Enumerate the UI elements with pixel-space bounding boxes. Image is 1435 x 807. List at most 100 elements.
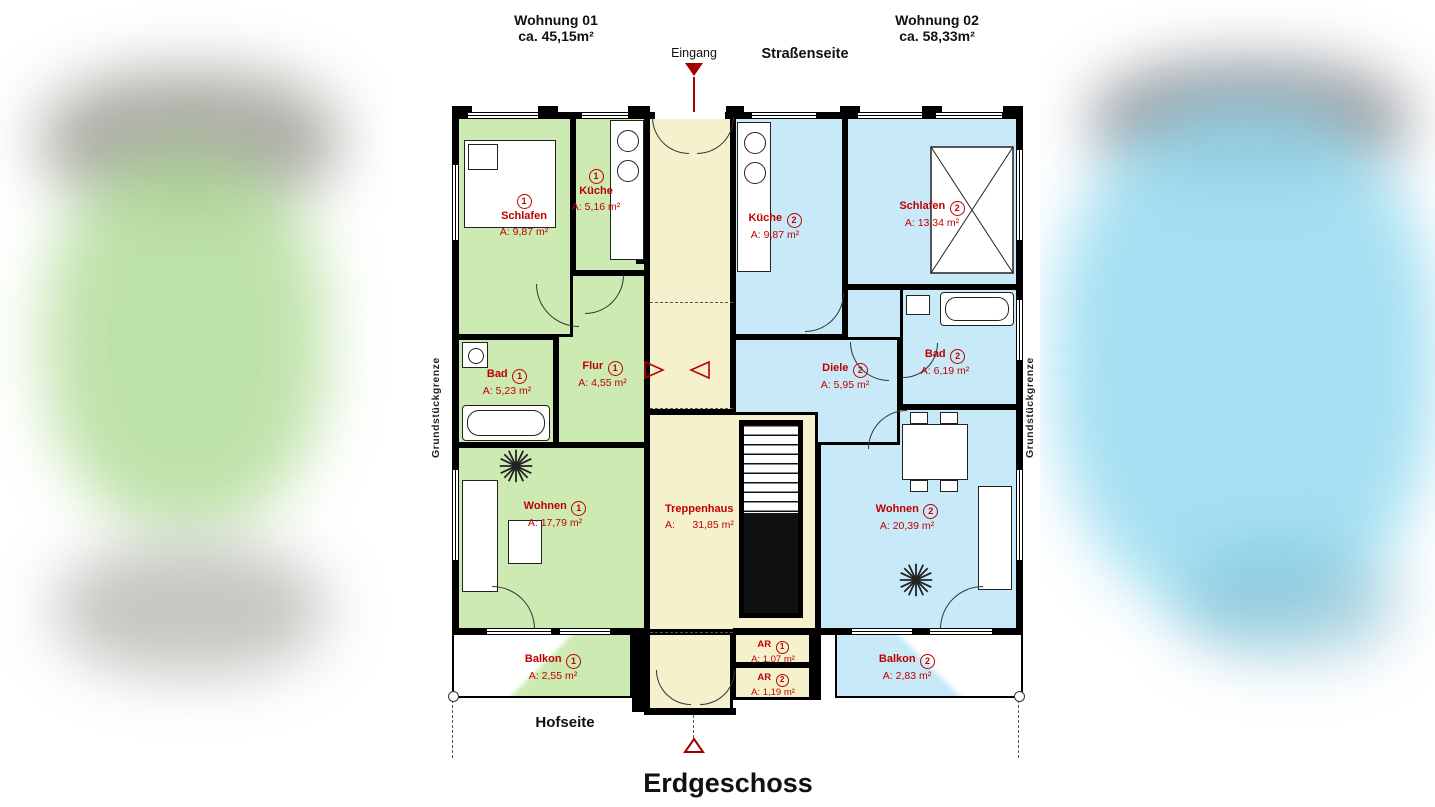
room-name: Diele (822, 362, 849, 374)
blur-blob (45, 150, 325, 530)
room-area: A: 13,34 m² (904, 217, 960, 230)
sink-icon (906, 295, 930, 315)
stove-icon (617, 160, 639, 182)
room-label-kueche-2: Küche 2 A: 9,87 m² (715, 205, 835, 243)
apartment2-total-area: ca. 58,33m² (899, 28, 975, 44)
entrance-arrow-icon (684, 62, 704, 77)
window (582, 112, 628, 119)
room-name: Wohnen (875, 503, 919, 515)
room-label-schlafen-1: 1 Schlafen A: 9,87 m² (464, 186, 584, 240)
dashed-line (650, 408, 733, 409)
room-label-ar-2: AR 2 A: 1,19 m² (737, 666, 809, 698)
room-area: A: 2,55 m² (528, 670, 578, 683)
chair-icon (940, 480, 958, 492)
room-name: Flur (582, 360, 604, 372)
room-name: Bad (486, 368, 508, 380)
pillow-icon (468, 144, 498, 170)
facade-pier (1003, 106, 1023, 112)
room-name: Küche (579, 185, 613, 198)
room-label-bad-2: Bad 2 A: 6,19 m² (885, 341, 1005, 379)
room-number-badge: 1 (588, 169, 604, 184)
room-vestibule-2 (845, 287, 903, 340)
room-area: A: 5,16 m² (571, 201, 621, 214)
window (1016, 300, 1023, 360)
window (752, 112, 816, 119)
room-number-badge: 2 (949, 201, 965, 216)
staircase (739, 420, 803, 618)
room-area: A: 2,83 m² (882, 670, 932, 683)
boundary-dash-right (1018, 700, 1019, 758)
facade-pier (452, 106, 472, 112)
street-side-label: Straßenseite (761, 46, 849, 62)
courtyard-side-label: Hofseite (535, 714, 595, 731)
room-number-badge: 2 (920, 654, 936, 669)
window (452, 165, 459, 240)
room-name: Wohnen (523, 500, 567, 512)
stair-core (744, 513, 798, 613)
room-name: Bad (924, 348, 946, 360)
dashed-line (650, 632, 733, 633)
room-label-flur-1: Flur 1 A: 4,55 m² (545, 353, 660, 391)
entrance-door-opening (655, 112, 725, 119)
room-name: AR (757, 672, 772, 683)
room-name: Küche (748, 212, 783, 224)
chair-icon (910, 412, 928, 424)
room-number-badge: 1 (607, 361, 623, 376)
room-name: Schlafen (899, 200, 946, 212)
wall-pier-corridor-left (632, 632, 648, 712)
room-area: A: 31,85 m² (665, 518, 734, 531)
blur-blob (1180, 550, 1400, 660)
room-number-badge: 1 (775, 640, 789, 654)
room-number-badge: 2 (923, 504, 939, 519)
window (468, 112, 538, 119)
room-label-balkon-2: Balkon 2 A: 2,83 m² (847, 646, 967, 684)
bathtub-inner-icon (945, 297, 1009, 321)
room-name: Balkon (524, 653, 562, 665)
page-title: Erdgeschoss (643, 768, 813, 798)
room-label-diele-2: Diele 2 A: 5,95 m² (785, 355, 905, 393)
facade-pier (538, 106, 558, 112)
door-direction-marker-icon (643, 360, 665, 380)
wall-corridor-bottom (644, 708, 736, 715)
room-label-balkon-1: Balkon 1 A: 2,55 m² (493, 646, 613, 684)
wall-right (1016, 112, 1023, 635)
blurred-backdrop-right (1040, 0, 1435, 807)
window (560, 628, 610, 635)
dashed-line (693, 715, 694, 738)
room-area: A: 20,39 m² (879, 520, 935, 533)
room-number-badge: 2 (852, 363, 868, 378)
blurred-backdrop-left (0, 0, 392, 807)
boundary-point-icon (1014, 691, 1025, 702)
table-icon (508, 520, 542, 564)
apartment2-title: Wohnung 02 (895, 12, 979, 28)
dashed-line (650, 302, 733, 303)
courtyard-arrow-icon (683, 737, 705, 754)
bathtub-inner-icon (467, 410, 545, 436)
facade-pier (840, 106, 860, 112)
balcony-1 (452, 632, 632, 698)
wall-left (452, 112, 459, 635)
chair-icon (940, 412, 958, 424)
room-area: A: 6,19 m² (920, 365, 970, 378)
window (852, 628, 912, 635)
blur-blob (55, 545, 325, 675)
room-area: A: 9,87 m² (750, 229, 800, 242)
room-area: A: 4,55 m² (578, 377, 627, 390)
boundary-label-right: Grundstückgrenze (1024, 357, 1036, 458)
wall-top (452, 112, 1023, 119)
room-label-treppenhaus: Treppenhaus A: 31,85 m² (665, 502, 775, 533)
stove-icon (744, 162, 766, 184)
window (487, 628, 551, 635)
window (936, 112, 1002, 119)
room-area: A: 1,19 m² (751, 686, 795, 698)
room-area: A: 17,79 m² (527, 517, 583, 530)
room-name: Treppenhaus (665, 503, 734, 515)
apartment1-title: Wohnung 01 (514, 12, 598, 28)
room-ar-2 (733, 665, 812, 700)
room-number-badge: 2 (950, 349, 966, 364)
room-number-badge: 1 (516, 194, 532, 209)
washing-machine-drum-icon (468, 348, 484, 364)
room-label-schlafen-2: Schlafen 2 A: 13,34 m² (872, 193, 992, 231)
window (858, 112, 922, 119)
